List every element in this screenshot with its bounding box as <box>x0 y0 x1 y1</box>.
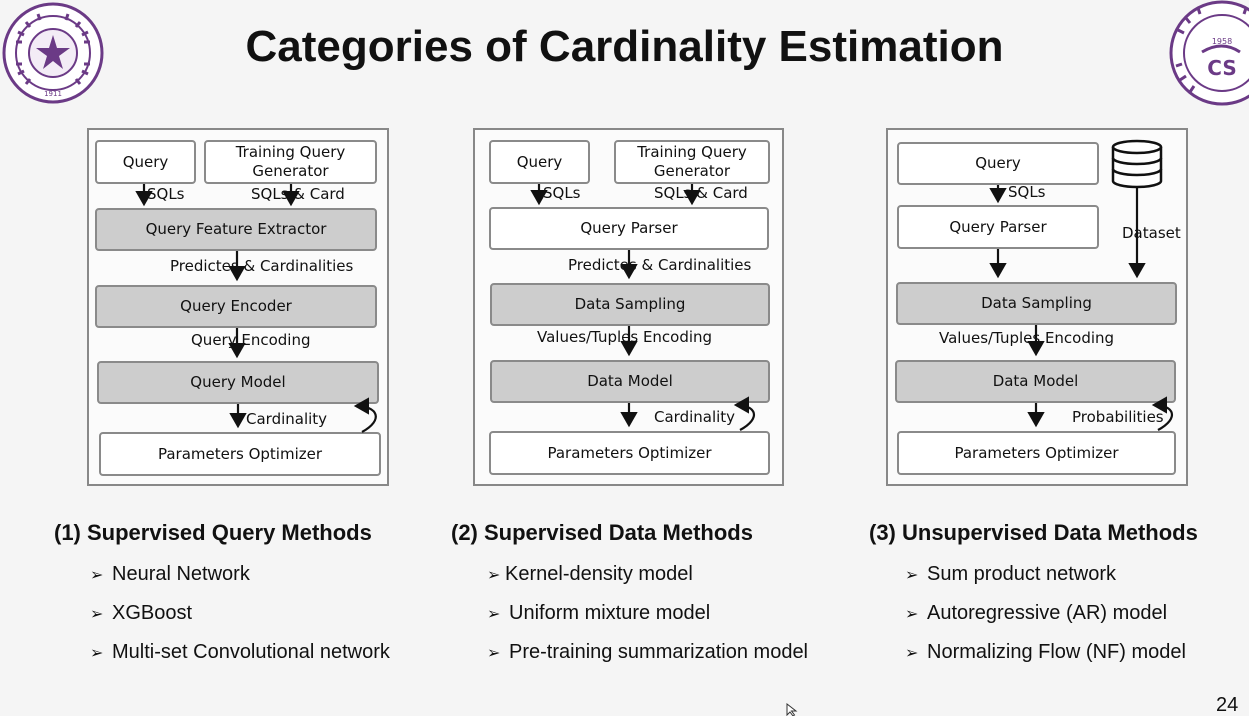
sqls-label: SQLs <box>543 184 581 202</box>
query-encoding-label: Query Encoding <box>191 331 311 349</box>
values-tuples-encoding-label: Values/Tuples Encoding <box>939 329 1115 347</box>
bullet-arrow-icon: ➢ <box>905 606 919 623</box>
tsinghua-cs-logo: 1958 CS <box>1168 0 1249 111</box>
predicates-cardinalities-label: Predictes & Cardinalities <box>170 257 354 275</box>
query-model-box: Query Model <box>97 361 379 404</box>
data-sampling-box: Data Sampling <box>490 283 770 326</box>
query-parser-box: Query Parser <box>897 205 1099 249</box>
method-title-supervised-data: (2) Supervised Data Methods <box>451 520 753 545</box>
bullet-arrow-icon: ➢ <box>487 645 501 662</box>
svg-text:1911: 1911 <box>44 90 62 98</box>
bullet-arrow-icon: ➢ <box>90 645 104 662</box>
list-item: ➢Normalizing Flow (NF) model <box>905 640 1186 679</box>
bullet-arrow-icon: ➢ <box>905 567 919 584</box>
bullet-arrow-icon: ➢ <box>90 606 104 623</box>
values-tuples-encoding-label: Values/Tuples Encoding <box>537 328 713 346</box>
query-box: Query <box>489 140 590 184</box>
list-item: ➢Pre-training summarization model <box>487 640 808 679</box>
cardinality-label: Cardinality <box>654 408 736 426</box>
bullet-arrow-icon: ➢ <box>487 606 501 623</box>
list-item: ➢Autoregressive (AR) model <box>905 601 1186 640</box>
method-list-unsupervised-data: ➢Sum product network ➢Autoregressive (AR… <box>905 562 1186 679</box>
list-item: ➢Neural Network <box>90 562 390 601</box>
bullet-arrow-icon: ➢ <box>487 567 501 584</box>
training-query-generator-box: Training Query Generator <box>614 140 770 184</box>
predicates-cardinalities-label: Predictes & Cardinalities <box>568 256 752 274</box>
data-sampling-box: Data Sampling <box>896 282 1177 325</box>
parameters-optimizer-box: Parameters Optimizer <box>99 432 381 476</box>
method-title-unsupervised-data: (3) Unsupervised Data Methods <box>869 520 1198 545</box>
cardinality-label: Cardinality <box>246 410 328 428</box>
method-list-supervised-data: ➢Kernel-density model ➢Uniform mixture m… <box>487 562 808 679</box>
tsinghua-seal-logo: 1911 <box>2 2 104 109</box>
parameters-optimizer-box: Parameters Optimizer <box>897 431 1176 475</box>
bullet-arrow-icon: ➢ <box>905 645 919 662</box>
query-box: Query <box>897 142 1099 185</box>
probabilities-label: Probabilities <box>1072 408 1164 426</box>
query-encoder-box: Query Encoder <box>95 285 377 328</box>
query-parser-box: Query Parser <box>489 207 769 250</box>
sqls-label: SQLs <box>147 185 185 203</box>
query-box: Query <box>95 140 196 184</box>
parameters-optimizer-box: Parameters Optimizer <box>489 431 770 475</box>
list-item: ➢Kernel-density model <box>487 562 808 601</box>
method-title-supervised-query: (1) Supervised Query Methods <box>54 520 372 545</box>
method-list-supervised-query: ➢Neural Network ➢XGBoost ➢Multi-set Conv… <box>90 562 390 679</box>
sqls-label: SQLs <box>1008 183 1046 201</box>
list-item: ➢Multi-set Convolutional network <box>90 640 390 679</box>
training-query-generator-box: Training Query Generator <box>204 140 377 184</box>
bullet-arrow-icon: ➢ <box>90 567 104 584</box>
mouse-cursor-icon <box>786 702 798 716</box>
svg-text:CS: CS <box>1207 56 1236 80</box>
data-model-box: Data Model <box>895 360 1176 403</box>
query-feature-extractor-box: Query Feature Extractor <box>95 208 377 251</box>
list-item: ➢XGBoost <box>90 601 390 640</box>
svg-text:1958: 1958 <box>1212 37 1232 46</box>
sqls-card-label: SQLs & Card <box>654 184 748 202</box>
data-model-box: Data Model <box>490 360 770 403</box>
list-item: ➢Uniform mixture model <box>487 601 808 640</box>
list-item: ➢Sum product network <box>905 562 1186 601</box>
page-number: 24 <box>1216 694 1239 716</box>
slide-title: Categories of Cardinality Estimation <box>245 22 1004 71</box>
database-icon <box>1110 139 1164 194</box>
